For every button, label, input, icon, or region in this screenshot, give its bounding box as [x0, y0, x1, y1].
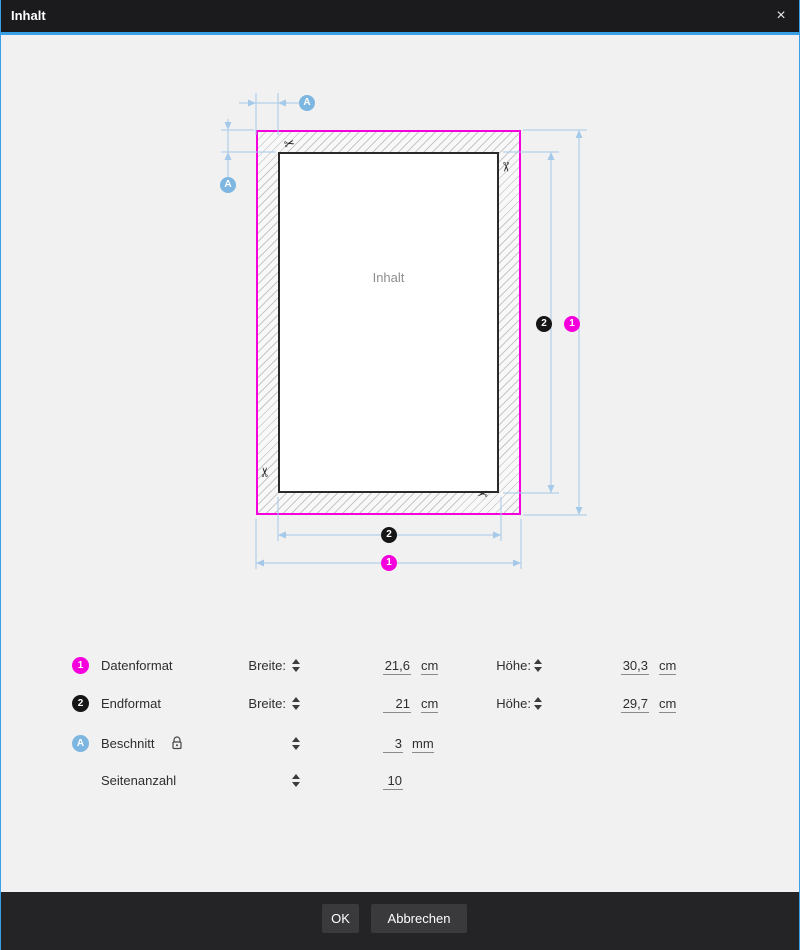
form-row-datenformat: 1 Datenformat Breite: 21,6 cm Höhe: 30,3…	[1, 656, 799, 676]
endformat-badge: 2	[536, 316, 552, 332]
form-row-seitenanzahl: Seitenanzahl 10	[1, 771, 799, 791]
height-unit[interactable]: cm	[659, 696, 677, 713]
lock-icon[interactable]	[171, 736, 183, 750]
height-stepper[interactable]	[534, 697, 542, 710]
bleed-stepper[interactable]	[292, 737, 300, 750]
ok-button[interactable]: OK	[322, 904, 359, 933]
title-bar: Inhalt ×	[1, 0, 799, 32]
endformat-rect	[278, 152, 499, 493]
accent-line	[1, 32, 799, 35]
content-area-label: Inhalt	[372, 270, 405, 285]
scissors-icon: ✂	[477, 486, 488, 501]
form-row-endformat: 2 Endformat Breite: 21 cm Höhe: 29,7 cm	[1, 694, 799, 714]
datenformat-badge: 1	[72, 657, 89, 674]
bleed-badge: A	[220, 177, 236, 193]
bleed-badge: A	[299, 95, 315, 111]
pages-value-field[interactable]: 10	[383, 773, 403, 790]
close-icon[interactable]: ×	[776, 7, 786, 24]
width-value-field[interactable]: 21,6	[383, 658, 411, 675]
hoehe-label: Höhe:	[496, 658, 531, 673]
endformat-label: Endformat	[101, 696, 161, 711]
format-diagram: Inhalt ✂ ✂ ✂ ✂	[1, 35, 799, 650]
endformat-badge: 2	[381, 527, 397, 543]
width-stepper[interactable]	[292, 697, 300, 710]
width-value-field[interactable]: 21	[383, 696, 411, 713]
datenformat-badge: 1	[564, 316, 580, 332]
width-stepper[interactable]	[292, 659, 300, 672]
bleed-badge: A	[72, 735, 89, 752]
datenformat-label: Datenformat	[101, 658, 173, 673]
height-stepper[interactable]	[534, 659, 542, 672]
footer-bar: OK Abbrechen	[1, 892, 799, 950]
height-unit[interactable]: cm	[659, 658, 677, 675]
height-value-field[interactable]: 29,7	[621, 696, 649, 713]
breite-label: Breite:	[248, 658, 286, 673]
form-row-beschnitt: A Beschnitt 3 mm	[1, 734, 799, 754]
width-unit[interactable]: cm	[421, 658, 439, 675]
scissors-icon: ✂	[257, 466, 273, 478]
bleed-value-field[interactable]: 3	[383, 736, 403, 753]
endformat-badge: 2	[72, 695, 89, 712]
beschnitt-label: Beschnitt	[101, 736, 155, 751]
pages-stepper[interactable]	[292, 774, 300, 787]
cancel-button[interactable]: Abbrechen	[371, 904, 467, 933]
height-value-field[interactable]: 30,3	[621, 658, 649, 675]
window-title: Inhalt	[11, 8, 46, 23]
datenformat-badge: 1	[381, 555, 397, 571]
scissors-icon: ✂	[498, 161, 514, 173]
bleed-unit[interactable]: mm	[412, 736, 434, 753]
width-unit[interactable]: cm	[421, 696, 439, 713]
hoehe-label: Höhe:	[496, 696, 531, 711]
breite-label: Breite:	[248, 696, 286, 711]
seitenanzahl-label: Seitenanzahl	[101, 773, 177, 788]
